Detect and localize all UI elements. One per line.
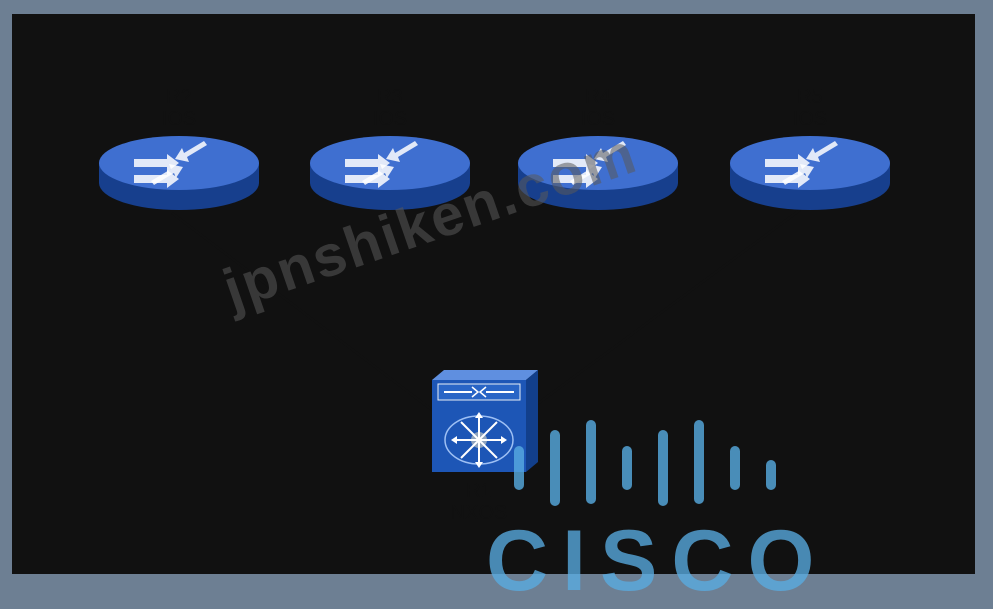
router-label-r5: R5 IOS — [760, 86, 860, 130]
router-name: R4 — [585, 86, 611, 108]
switch-label-r1: R1 NXOS — [429, 480, 529, 524]
router-os: IOS — [580, 108, 616, 130]
router-label-r2: R2 IOS — [129, 86, 229, 130]
router-os: IOS — [792, 108, 828, 130]
router-label-r3: R3 IOS — [340, 86, 440, 130]
switch-os: NXOS — [450, 502, 508, 524]
cisco-logo-bars — [514, 420, 776, 506]
link-r2-r1 — [171, 212, 433, 411]
router-name: R3 — [377, 86, 403, 108]
cisco-logo-text: CISCO — [486, 513, 829, 609]
diagram-frame — [12, 14, 975, 574]
router-label-r4: R4 IOS — [548, 86, 648, 130]
switch-name: R1 — [466, 480, 492, 502]
router-name: R2 — [166, 86, 192, 108]
link-r5-r1 — [535, 208, 801, 407]
router-os: IOS — [161, 108, 197, 130]
network-diagram — [99, 136, 890, 472]
router-os: IOS — [372, 108, 408, 130]
router-icon — [99, 136, 259, 210]
router-name: R5 — [797, 86, 823, 108]
router-icon — [730, 136, 890, 210]
nexus-switch-icon — [432, 370, 538, 472]
